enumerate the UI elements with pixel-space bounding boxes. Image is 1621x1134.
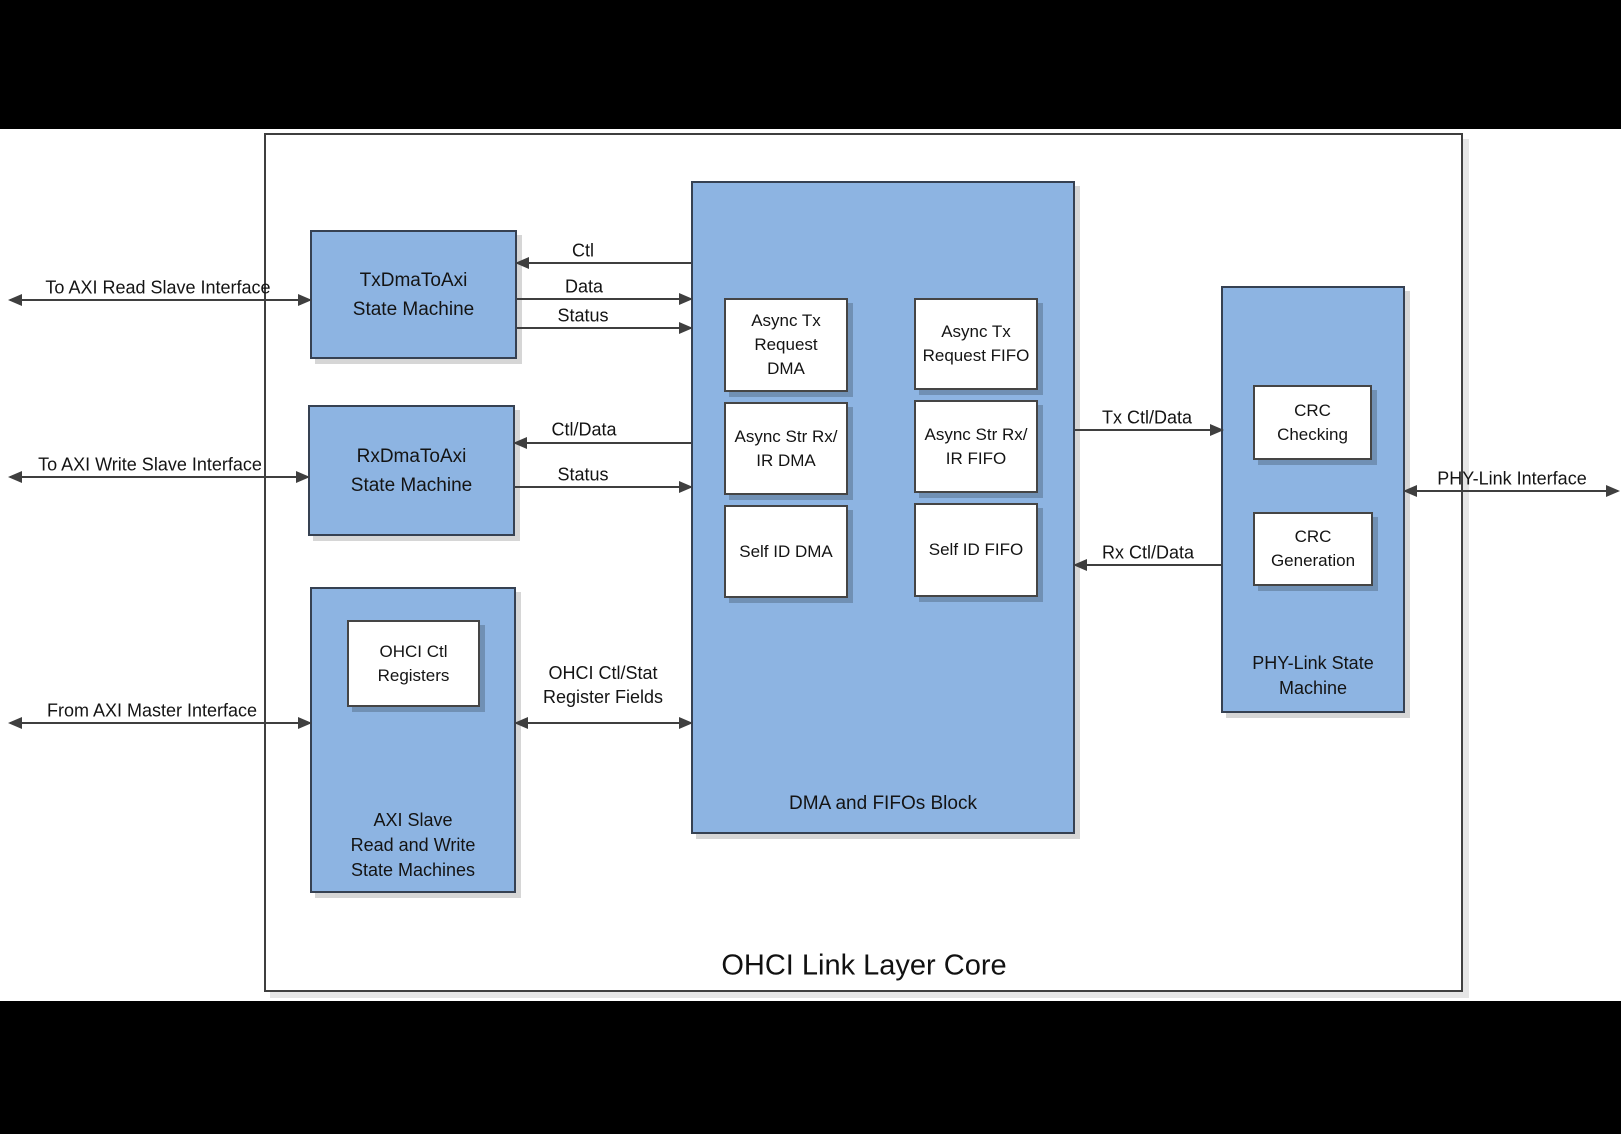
block-phy-link-state-machine: CRC Checking CRC Generation PHY-Link Sta… bbox=[1221, 286, 1405, 713]
arrowhead-left bbox=[8, 471, 22, 483]
label-status-rx: Status bbox=[557, 464, 609, 485]
arrow-tx-ctl-data bbox=[1075, 424, 1224, 436]
box-async-str-rx-ir-fifo: Async Str Rx/ IR FIFO bbox=[914, 400, 1038, 493]
arrow-status-tx bbox=[517, 322, 693, 334]
box-label: Async Tx Request FIFO bbox=[922, 322, 1030, 365]
arrowhead-right bbox=[1210, 424, 1224, 436]
block-dma-and-fifos: Async Tx Request DMA Async Tx Request FI… bbox=[691, 181, 1075, 834]
label-phy-link-interface: PHY-Link Interface bbox=[1437, 468, 1587, 489]
arrow-status-rx bbox=[515, 481, 693, 493]
arrowhead-left bbox=[514, 717, 528, 729]
box-label: Async Tx Request DMA bbox=[751, 311, 821, 378]
block-label: TxDmaToAxi State Machine bbox=[352, 269, 475, 320]
label-to-axi-write-slave: To AXI Write Slave Interface bbox=[38, 454, 262, 475]
label-from-axi-master: From AXI Master Interface bbox=[46, 700, 258, 721]
arrow-data bbox=[517, 293, 693, 305]
box-self-id-dma: Self ID DMA bbox=[724, 505, 848, 598]
block-label: RxDmaToAxi State Machine bbox=[350, 445, 473, 496]
box-label: Async Str Rx/ IR DMA bbox=[734, 426, 838, 470]
arrowhead-left bbox=[1403, 485, 1417, 497]
label-tx-ctl-data: Tx Ctl/Data bbox=[1101, 407, 1193, 428]
box-label: CRC Generation bbox=[1270, 527, 1356, 570]
arrowhead-right bbox=[1606, 485, 1620, 497]
arrow-to-axi-write-slave bbox=[8, 471, 310, 483]
block-label: AXI Slave Read and Write State Machines bbox=[350, 810, 476, 880]
arrowhead-right bbox=[679, 481, 693, 493]
block-axi-slave-state-machines: OHCI Ctl Registers AXI Slave Read and Wr… bbox=[310, 587, 516, 893]
arrowhead-left bbox=[8, 294, 22, 306]
box-label: Self ID FIFO bbox=[928, 540, 1024, 559]
label-ohci-ctl-stat: OHCI Ctl/Stat Register Fields bbox=[542, 663, 664, 707]
box-crc-checking: CRC Checking bbox=[1253, 385, 1372, 460]
arrow-to-axi-read-slave bbox=[8, 294, 312, 306]
box-async-tx-request-fifo: Async Tx Request FIFO bbox=[914, 298, 1038, 390]
arrow-from-axi-master bbox=[8, 717, 312, 729]
block-txdmatoaxi-state-machine: TxDmaToAxi State Machine bbox=[310, 230, 517, 359]
box-label: Async Str Rx/ IR FIFO bbox=[924, 424, 1028, 468]
arrowhead-right bbox=[679, 293, 693, 305]
block-rxdmatoaxi-state-machine: RxDmaToAxi State Machine bbox=[308, 405, 515, 536]
arrowhead-left bbox=[513, 437, 527, 449]
arrow-ctl bbox=[515, 257, 691, 269]
arrowhead-left bbox=[1073, 559, 1087, 571]
label-ctl-data: Ctl/Data bbox=[551, 419, 617, 440]
label-data: Data bbox=[564, 276, 604, 297]
label-ctl: Ctl bbox=[572, 240, 594, 261]
arrowhead-right bbox=[296, 471, 310, 483]
arrowhead-right bbox=[679, 717, 693, 729]
arrowhead-left bbox=[515, 257, 529, 269]
box-async-tx-request-dma: Async Tx Request DMA bbox=[724, 298, 848, 392]
box-async-str-rx-ir-dma: Async Str Rx/ IR DMA bbox=[724, 402, 848, 495]
arrowhead-right bbox=[298, 717, 312, 729]
diagram-title: OHCI Link Layer Core bbox=[721, 949, 1007, 982]
arrow-ohci-ctl-stat bbox=[514, 717, 693, 729]
box-crc-generation: CRC Generation bbox=[1253, 512, 1373, 586]
block-label: DMA and FIFOs Block bbox=[789, 793, 977, 814]
arrow-rx-ctl-data bbox=[1073, 559, 1222, 571]
arrow-phy-link-interface bbox=[1403, 485, 1620, 497]
arrow-ctl-data bbox=[513, 437, 691, 449]
box-self-id-fifo: Self ID FIFO bbox=[914, 503, 1038, 597]
box-label: OHCI Ctl Registers bbox=[377, 641, 450, 685]
label-rx-ctl-data: Rx Ctl/Data bbox=[1101, 542, 1195, 563]
arrowhead-left bbox=[8, 717, 22, 729]
box-ohci-ctl-registers: OHCI Ctl Registers bbox=[347, 620, 480, 707]
block-label: PHY-Link State Machine bbox=[1252, 653, 1374, 698]
arrowhead-right bbox=[679, 322, 693, 334]
label-status-tx: Status bbox=[557, 305, 609, 326]
arrowhead-right bbox=[298, 294, 312, 306]
label-to-axi-read-slave: To AXI Read Slave Interface bbox=[45, 277, 271, 298]
box-label: CRC Checking bbox=[1277, 400, 1348, 444]
box-label: Self ID DMA bbox=[739, 541, 833, 561]
